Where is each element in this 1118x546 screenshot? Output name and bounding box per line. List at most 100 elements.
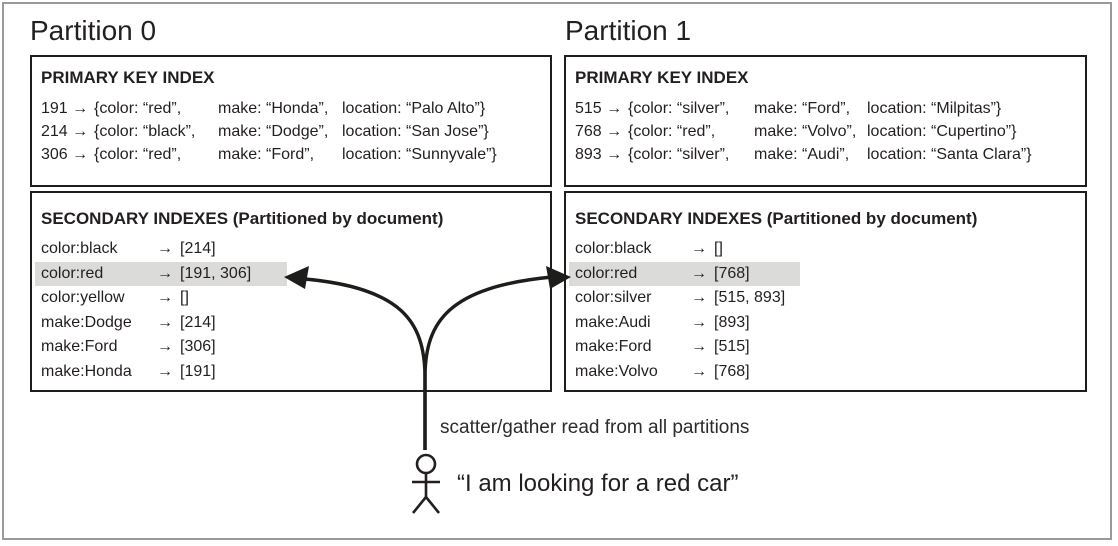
secondary-index-row: make:Ford → [515] <box>569 335 800 360</box>
primary-index-header: PRIMARY KEY INDEX <box>575 68 749 87</box>
index-postings: [306] <box>180 338 216 355</box>
index-term: color:black <box>41 240 118 257</box>
primary-index-rows: 191 → {color: “red”, make: “Honda”, loca… <box>35 97 548 166</box>
primary-index-row: 214 → {color: “black”, make: “Dodge”, lo… <box>35 120 548 143</box>
maps-to-arrow: → <box>72 146 89 163</box>
index-term: make:Volvo <box>575 362 658 380</box>
doc-color: {color: “red”, <box>628 123 716 140</box>
partition-1-secondary-index-box: SECONDARY INDEXES (Partitioned by docume… <box>564 191 1087 392</box>
maps-to-arrow: → <box>157 264 173 282</box>
secondary-index-row: color:silver → [515, 893] <box>569 286 800 311</box>
doc-location: location: “Cupertino”} <box>867 123 1017 140</box>
secondary-index-row: color:black → [] <box>569 237 800 262</box>
doc-location: location: “San Jose”} <box>342 123 489 140</box>
secondary-index-header: SECONDARY INDEXES (Partitioned by docume… <box>41 209 444 228</box>
doc-key: 893 → <box>575 146 623 163</box>
index-term: make:Ford <box>41 338 118 355</box>
doc-key: 768 → <box>575 123 623 140</box>
primary-index-row: 191 → {color: “red”, make: “Honda”, loca… <box>35 97 548 120</box>
maps-to-arrow: → <box>691 362 707 380</box>
index-term: make:Ford <box>575 338 652 355</box>
maps-to-arrow: → <box>72 123 89 140</box>
index-postings: [] <box>714 240 723 257</box>
maps-to-arrow: → <box>691 338 707 355</box>
primary-index-rows: 515 → {color: “silver”, make: “Ford”, lo… <box>569 97 1083 166</box>
secondary-index-row: make:Dodge → [214] <box>35 311 287 336</box>
index-term: color:black <box>575 240 652 257</box>
maps-to-arrow: → <box>72 100 89 117</box>
index-postings: [768] <box>714 264 750 282</box>
maps-to-arrow: → <box>157 289 173 306</box>
index-term: color:red <box>41 264 104 282</box>
doc-color: {color: “black”, <box>94 123 196 140</box>
index-postings: [191, 306] <box>180 264 252 282</box>
maps-to-arrow: → <box>157 362 173 380</box>
index-term: make:Audi <box>575 313 651 331</box>
doc-location: location: “Palo Alto”} <box>342 100 486 117</box>
doc-make: make: “Volvo”, <box>754 123 857 140</box>
index-postings: [893] <box>714 313 750 331</box>
doc-location: location: “Santa Clara”} <box>867 146 1032 163</box>
primary-index-row: 893 → {color: “silver”, make: “Audi”, lo… <box>569 143 1083 166</box>
partition-1-title: Partition 1 <box>565 15 692 46</box>
doc-key: 515 → <box>575 100 623 117</box>
index-postings: [191] <box>180 362 216 380</box>
index-term: make:Honda <box>41 362 132 380</box>
user-stick-figure-icon <box>411 453 441 514</box>
partition-0-primary-index-box: PRIMARY KEY INDEX 191 → {color: “red”, m… <box>30 55 552 187</box>
primary-index-row: 306 → {color: “red”, make: “Ford”, locat… <box>35 143 548 166</box>
doc-color: {color: “red”, <box>94 146 182 163</box>
secondary-index-header: SECONDARY INDEXES (Partitioned by docume… <box>575 209 978 228</box>
doc-key: 191 → <box>41 100 89 117</box>
maps-to-arrow: → <box>157 338 173 355</box>
maps-to-arrow: → <box>691 264 707 282</box>
primary-index-row: 515 → {color: “silver”, make: “Ford”, lo… <box>569 97 1083 120</box>
maps-to-arrow: → <box>606 123 623 140</box>
maps-to-arrow: → <box>691 313 707 331</box>
maps-to-arrow: → <box>606 100 623 117</box>
index-postings: [515, 893] <box>714 289 786 306</box>
maps-to-arrow: → <box>691 240 707 257</box>
doc-color: {color: “red”, <box>94 100 182 117</box>
doc-make: make: “Audi”, <box>754 146 850 163</box>
index-term: make:Dodge <box>41 313 132 331</box>
maps-to-arrow: → <box>157 240 173 257</box>
doc-make: make: “Ford”, <box>754 100 851 117</box>
secondary-index-row: color:black → [214] <box>35 237 287 262</box>
doc-location: location: “Sunnyvale”} <box>342 146 497 163</box>
secondary-index-row-highlighted: color:red → [191, 306] <box>35 261 287 286</box>
partition-0-title: Partition 0 <box>30 15 157 46</box>
secondary-index-row: make:Ford → [306] <box>35 335 287 360</box>
index-postings: [] <box>180 289 189 306</box>
secondary-index-rows: color:black → [] color:red → [768] color… <box>569 237 800 384</box>
user-query-label: “I am looking for a red car” <box>457 470 739 497</box>
index-postings: [214] <box>180 313 216 331</box>
secondary-index-row: make:Volvo → [768] <box>569 360 800 385</box>
index-postings: [768] <box>714 362 750 380</box>
doc-color: {color: “silver”, <box>628 100 730 117</box>
scatter-gather-label: scatter/gather read from all partitions <box>440 417 750 438</box>
doc-make: make: “Ford”, <box>218 146 315 163</box>
secondary-index-rows: color:black → [214] color:red → [191, 30… <box>35 237 287 384</box>
primary-index-header: PRIMARY KEY INDEX <box>41 68 215 87</box>
index-postings: [515] <box>714 338 750 355</box>
partition-0-secondary-index-box: SECONDARY INDEXES (Partitioned by docume… <box>30 191 552 392</box>
primary-index-row: 768 → {color: “red”, make: “Volvo”, loca… <box>569 120 1083 143</box>
index-term: color:yellow <box>41 289 125 306</box>
maps-to-arrow: → <box>157 313 173 331</box>
doc-color: {color: “silver”, <box>628 146 730 163</box>
index-term: color:silver <box>575 289 652 306</box>
index-postings: [214] <box>180 240 216 257</box>
secondary-index-row: make:Audi → [893] <box>569 311 800 336</box>
secondary-index-row: color:yellow → [] <box>35 286 287 311</box>
doc-make: make: “Dodge”, <box>218 123 329 140</box>
doc-key: 214 → <box>41 123 89 140</box>
doc-location: location: “Milpitas”} <box>867 100 1002 117</box>
secondary-index-row-highlighted: color:red → [768] <box>569 261 800 286</box>
doc-key: 306 → <box>41 146 89 163</box>
doc-make: make: “Honda”, <box>218 100 329 117</box>
index-term: color:red <box>575 264 638 282</box>
maps-to-arrow: → <box>691 289 707 306</box>
secondary-index-row: make:Honda → [191] <box>35 360 287 385</box>
maps-to-arrow: → <box>606 146 623 163</box>
